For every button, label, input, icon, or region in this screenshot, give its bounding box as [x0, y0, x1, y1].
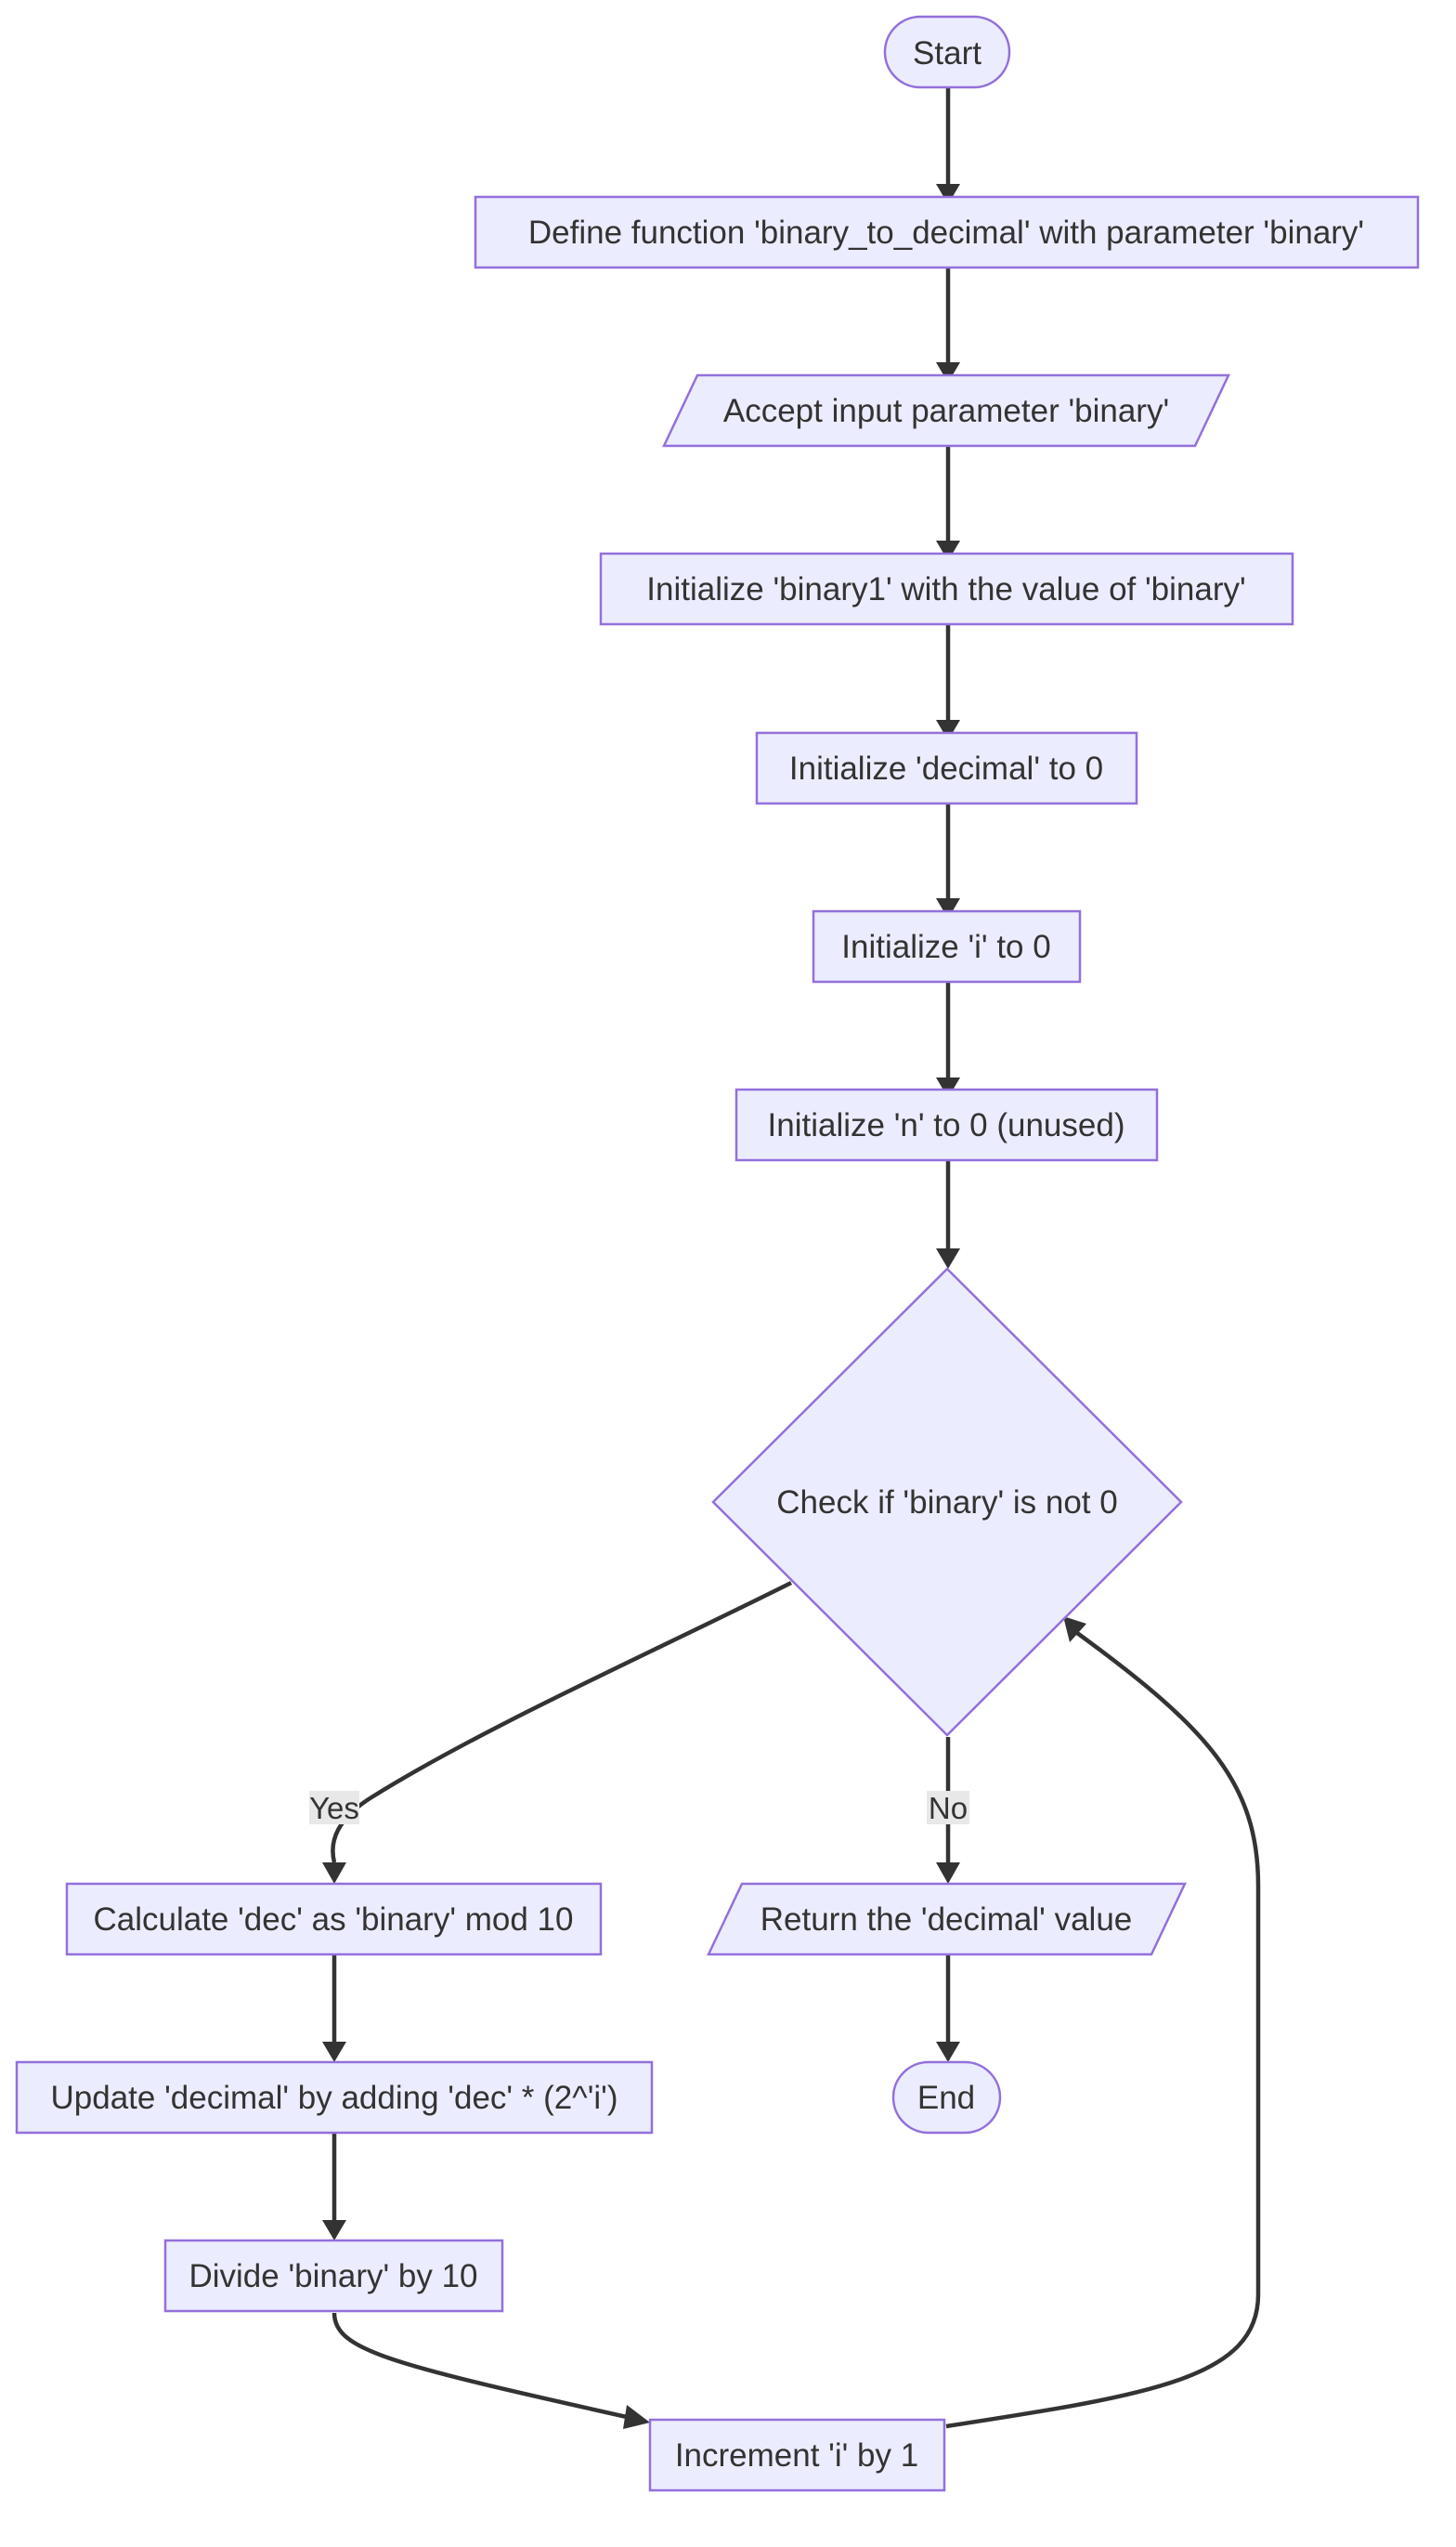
node-calc-dec-shape [65, 1882, 603, 1956]
node-divide-label: Divide 'binary' by 10 [188, 2258, 477, 2294]
node-end: End [891, 2060, 1002, 2135]
node-calc-dec: Calculate 'dec' as 'binary' mod 10 [65, 1882, 603, 1956]
node-define: Define function 'binary_to_decimal' with… [474, 195, 1420, 269]
node-init-n-label: Initialize 'n' to 0 (unused) [768, 1107, 1125, 1143]
edge-divide-increment [332, 2312, 628, 2420]
node-check: Check if 'binary' is not 0 [711, 1267, 1183, 1737]
node-return-shape [707, 1882, 1187, 1956]
node-init-i: Initialize 'i' to 0 [812, 909, 1082, 984]
node-check-label: Check if 'binary' is not 0 [776, 1484, 1117, 1521]
node-define-shape [474, 195, 1420, 269]
node-init-n-shape [734, 1088, 1159, 1162]
arrowhead-divide [322, 2220, 346, 2240]
arrowhead-init-i [936, 898, 960, 919]
arrowhead-init-binary1 [936, 541, 960, 561]
node-init-decimal-label: Initialize 'decimal' to 0 [789, 751, 1103, 787]
node-init-binary1-shape [599, 552, 1294, 626]
arrowhead-calc-dec [322, 1862, 346, 1884]
edge-label-no: No [929, 1791, 968, 1825]
node-define-label: Define function 'binary_to_decimal' with… [528, 215, 1364, 251]
arrowhead-check [936, 1248, 960, 1269]
arrowhead-increment [623, 2405, 650, 2429]
edge-label-yes-bg [309, 1791, 359, 1824]
node-update-decimal: Update 'decimal' by adding 'dec' * (2^'i… [15, 2060, 654, 2135]
node-increment-shape [648, 2418, 946, 2492]
node-end-label: End [917, 2080, 975, 2116]
node-init-decimal-shape [755, 731, 1138, 805]
node-init-i-shape [812, 909, 1082, 984]
node-check-shape [711, 1267, 1183, 1737]
node-increment-label: Increment 'i' by 1 [675, 2437, 918, 2474]
node-update-decimal-label: Update 'decimal' by adding 'dec' * (2^'i… [51, 2080, 618, 2116]
arrowhead-accept [936, 362, 960, 383]
node-increment: Increment 'i' by 1 [648, 2418, 946, 2492]
arrowhead-init-n [936, 1078, 960, 1098]
node-divide: Divide 'binary' by 10 [163, 2239, 504, 2313]
node-init-binary1: Initialize 'binary1' with the value of '… [599, 552, 1294, 626]
arrowhead-end [936, 2042, 960, 2062]
edge-label-yes: Yes [309, 1791, 359, 1825]
node-start-label: Start [913, 35, 982, 72]
node-divide-shape [163, 2239, 504, 2313]
node-init-n: Initialize 'n' to 0 (unused) [734, 1088, 1159, 1162]
edge-label-no-bg [927, 1791, 969, 1824]
edges [322, 88, 1261, 2429]
edge-check-calc-dec [331, 1580, 793, 1863]
edge-increment-check [945, 1631, 1261, 2429]
arrowhead-define [936, 184, 960, 204]
node-accept: Accept input parameter 'binary' [662, 373, 1230, 448]
arrowhead-update [322, 2042, 346, 2062]
node-start-shape [883, 15, 1011, 89]
node-update-decimal-shape [15, 2060, 654, 2135]
node-init-binary1-label: Initialize 'binary1' with the value of '… [646, 571, 1245, 607]
node-accept-label: Accept input parameter 'binary' [723, 393, 1169, 429]
node-end-shape [891, 2060, 1002, 2135]
node-init-decimal: Initialize 'decimal' to 0 [755, 731, 1138, 805]
node-init-i-label: Initialize 'i' to 0 [841, 929, 1050, 965]
node-return: Return the 'decimal' value [707, 1882, 1187, 1956]
node-return-label: Return the 'decimal' value [760, 1901, 1133, 1938]
node-calc-dec-label: Calculate 'dec' as 'binary' mod 10 [93, 1901, 573, 1938]
arrowhead-loop-check [1063, 1616, 1086, 1642]
node-accept-shape [662, 373, 1230, 448]
edge-labels: Yes No [309, 1791, 969, 1825]
node-start: Start [883, 15, 1011, 89]
arrowhead-init-decimal [936, 720, 960, 740]
arrowhead-return [936, 1862, 960, 1884]
